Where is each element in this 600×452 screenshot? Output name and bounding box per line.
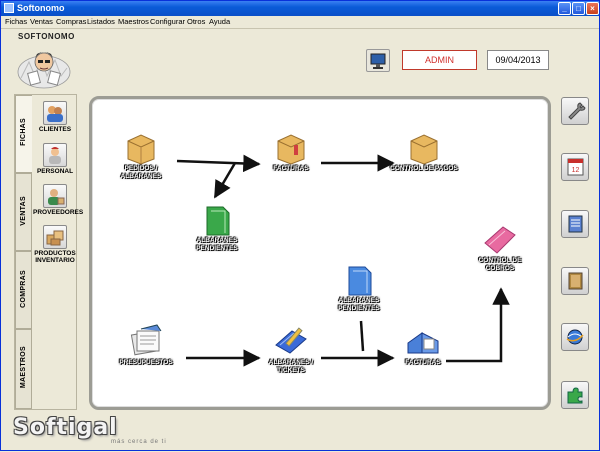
box-icon — [277, 134, 305, 165]
sidebar-item-clientes[interactable]: CLIENTES — [33, 101, 77, 133]
plugins-button[interactable] — [561, 381, 589, 409]
arrow-facturas-cobros — [446, 287, 510, 363]
menu-otros[interactable]: Otros — [187, 17, 206, 26]
suppliers-icon — [43, 184, 67, 208]
sidebar-item-label: CLIENTES — [38, 126, 72, 133]
puzzle-icon — [567, 387, 583, 404]
workflow-panel — [89, 96, 551, 410]
monitor-button[interactable] — [366, 49, 390, 72]
app-icon — [4, 3, 14, 13]
products-icon — [43, 225, 67, 249]
node-label: CONTROL DE COBROS — [478, 257, 522, 272]
sidebar-item-productos[interactable]: PRODUCTOS INVENTARIO — [33, 225, 77, 264]
open-book-icon — [407, 332, 439, 354]
sidebar-item-label: PRODUCTOS INVENTARIO — [34, 250, 76, 264]
green-folder-icon — [206, 206, 230, 236]
arrow-pedidos-facturas — [176, 154, 261, 173]
tab-compras[interactable]: COMPRAS — [15, 251, 32, 329]
sidebar-item-label: PERSONAL — [36, 168, 74, 175]
book-icon — [568, 272, 583, 290]
sidebar-item-proveedores[interactable]: PROVEEDORES — [33, 184, 84, 216]
left-sidebar: FICHAS VENTAS COMPRAS MAESTROS CLIENTES … — [14, 94, 84, 410]
node-albaranes-pendientes-top[interactable]: ALBARANES PENDIENTES — [182, 203, 252, 252]
title-bar[interactable]: Softonomo _ □ × — [1, 1, 599, 16]
logo-title: SOFTONOMO — [18, 32, 75, 41]
documents-icon — [130, 324, 162, 356]
footer-tagline: más cerca de ti — [111, 439, 167, 445]
tab-fichas[interactable]: FICHAS — [15, 95, 32, 173]
node-presupuestos[interactable]: PRESUPUESTOS — [111, 323, 181, 367]
calendar-button[interactable]: 12 — [561, 153, 589, 181]
user-badge: ADMIN — [402, 50, 477, 70]
calendar-icon: 12 — [567, 158, 584, 176]
box-icon — [410, 134, 438, 165]
node-label: ALBARANES PENDIENTES — [196, 237, 238, 252]
node-label: CONTROL DE PAGOS — [390, 165, 458, 172]
svg-text:12: 12 — [572, 167, 580, 174]
arrow-pendientes-join — [359, 320, 365, 352]
close-button[interactable]: × — [586, 2, 599, 15]
node-pedidos-albaranes[interactable]: PEDIDOS / ALBARANES — [106, 129, 176, 180]
personal-icon — [43, 143, 67, 167]
notepad-icon — [568, 215, 583, 233]
menu-maestros[interactable]: Maestros — [118, 17, 149, 26]
node-albaranes-pendientes-bottom[interactable]: ALBARANES PENDIENTES — [324, 263, 394, 312]
node-label: FACTURAS — [273, 165, 309, 172]
node-control-cobros[interactable]: CONTROL DE COBROS — [465, 223, 535, 272]
arrow-pedidos-albaranes — [213, 162, 237, 199]
sidebar-item-label: PROVEEDORES — [33, 209, 84, 216]
maximize-button[interactable]: □ — [572, 2, 585, 15]
tab-maestros[interactable]: MAESTROS — [15, 329, 32, 409]
logo-mascot-icon — [15, 42, 73, 90]
node-facturas-top[interactable]: FACTURAS — [256, 129, 326, 173]
node-label: ALBARANES PENDIENTES — [338, 297, 380, 312]
menu-ventas[interactable]: Ventas — [30, 17, 53, 26]
menu-fichas[interactable]: Fichas — [5, 17, 28, 26]
tools-button[interactable] — [561, 97, 589, 125]
node-label: PEDIDOS / ALBARANES — [120, 165, 162, 180]
notebook-pencil-icon — [275, 327, 307, 354]
menu-compras[interactable]: Compras — [56, 17, 87, 26]
clients-icon — [43, 101, 67, 125]
tab-ventas[interactable]: VENTAS — [15, 173, 32, 251]
sidebar-item-personal[interactable]: PERSONAL — [33, 143, 77, 175]
blue-folder-icon — [348, 266, 372, 296]
menu-ayuda[interactable]: Ayuda — [209, 17, 231, 26]
node-facturas-bottom[interactable]: FACTURAS — [388, 323, 458, 367]
menu-configurar[interactable]: Configurar — [150, 17, 186, 26]
globe-icon — [566, 329, 584, 345]
node-label: FACTURAS — [405, 359, 441, 366]
node-label: PRESUPUESTOS — [119, 359, 173, 366]
monitor-icon — [370, 53, 386, 69]
menu-bar: Fichas Ventas Compras Listados Maestros … — [1, 16, 599, 29]
pink-folder-icon — [484, 226, 516, 254]
window-title: Softonomo — [17, 3, 65, 13]
date-display: 09/04/2013 — [487, 50, 549, 70]
wrench-icon — [568, 102, 586, 120]
internet-button[interactable] — [561, 323, 589, 351]
box-icon — [127, 134, 155, 165]
book-button[interactable] — [561, 267, 589, 295]
node-albaranes-tickets[interactable]: ALBARANES / TICKETS — [256, 323, 326, 374]
node-label: ALBARANES / TICKETS — [268, 359, 314, 374]
notepad-button[interactable] — [561, 210, 589, 238]
menu-listados[interactable]: Listados — [87, 17, 115, 26]
footer-brand-logo: Softigal — [13, 415, 118, 440]
minimize-button[interactable]: _ — [558, 2, 571, 15]
node-control-pagos[interactable]: CONTROL DE PAGOS — [389, 129, 459, 173]
